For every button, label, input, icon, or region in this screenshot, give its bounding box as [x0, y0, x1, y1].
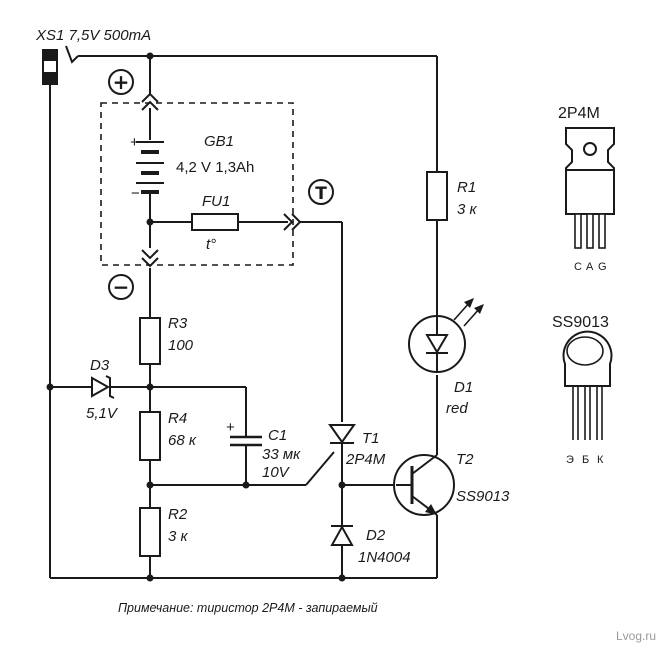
led-d1-symbol — [408, 315, 466, 373]
svg-text:−: − — [113, 275, 130, 299]
thyristor-pin-1: C — [574, 261, 582, 273]
thermal-terminal-icon: T — [308, 179, 334, 205]
r4-ref: R4 — [168, 410, 187, 427]
wires — [49, 55, 438, 579]
thyristor-package-icon — [565, 127, 615, 249]
t2-part: SS9013 — [456, 488, 510, 505]
transistor-pin-1: Э — [566, 454, 574, 466]
led-light-rays-icon — [453, 298, 484, 327]
thyristor-pin-2: A — [586, 261, 594, 273]
capacitor-plus-mark: + — [226, 419, 235, 436]
battery-plus-mark: + — [130, 134, 139, 151]
t1-part: 2P4M — [345, 451, 386, 468]
t2-ref: T2 — [456, 451, 474, 468]
d2-part: 1N4004 — [358, 549, 411, 566]
transistor-pin-2: Б — [582, 454, 589, 466]
package-transistor-title: SS9013 — [552, 314, 609, 331]
resistor-r1-symbol — [426, 171, 448, 221]
transistor-t2-symbol — [393, 454, 455, 516]
thermal-contact-icon — [283, 213, 302, 231]
battery-minus-mark: − — [131, 185, 140, 202]
diode-d2-symbol — [330, 524, 354, 546]
r4-value: 68 к — [168, 432, 197, 449]
c1-value: 33 мк — [262, 446, 301, 463]
resistor-r2-symbol — [139, 507, 161, 557]
minus-terminal-icon: − — [108, 274, 134, 300]
battery-contact-bottom-icon — [141, 249, 159, 268]
d1-color: red — [446, 400, 468, 417]
battery-gb1-symbol — [136, 141, 164, 194]
schematic-note: Примечание: тиристор 2P4M - запираемый — [118, 601, 378, 615]
battery-ref: GB1 — [204, 133, 234, 150]
thyristor-pin-3: G — [598, 261, 607, 273]
svg-text:T: T — [315, 184, 327, 204]
capacitor-c1-symbol — [230, 435, 262, 447]
r1-ref: R1 — [457, 179, 476, 196]
transistor-pin-3: К — [597, 454, 604, 466]
svg-text:+: + — [113, 70, 130, 94]
junction-dots — [46, 52, 346, 582]
package-thyristor-title: 2P4M — [558, 105, 600, 122]
r1-value: 3 к — [457, 201, 478, 218]
zener-diode-d3-symbol — [91, 375, 115, 399]
battery-pack-outline — [100, 102, 294, 266]
transistor-package-icon — [562, 330, 613, 440]
c1-ref: C1 — [268, 427, 287, 444]
r2-ref: R2 — [168, 506, 188, 523]
r3-ref: R3 — [168, 315, 188, 332]
d3-ref: D3 — [90, 357, 110, 374]
d3-voltage: 5,1V — [86, 405, 119, 422]
d2-ref: D2 — [366, 527, 386, 544]
connector-label: XS1 7,5V 500mA — [35, 27, 151, 44]
resistor-r3-symbol — [139, 317, 161, 365]
plus-terminal-icon: + — [108, 69, 134, 95]
r3-value: 100 — [168, 337, 194, 354]
resistor-r4-symbol — [139, 411, 161, 461]
r2-value: 3 к — [168, 528, 189, 545]
fuse-fu1-symbol — [191, 213, 239, 231]
watermark: Lvog.ru — [616, 629, 656, 643]
t1-ref: T1 — [362, 430, 380, 447]
d1-ref: D1 — [454, 379, 473, 396]
battery-contact-top-icon — [141, 92, 159, 111]
c1-voltage: 10V — [262, 464, 291, 481]
battery-rating: 4,2 V 1,3Ah — [176, 159, 254, 176]
connector-xs1 — [42, 45, 79, 85]
fuse-type: t° — [206, 236, 216, 253]
fuse-ref: FU1 — [202, 193, 230, 210]
thyristor-t1-symbol — [328, 424, 356, 444]
